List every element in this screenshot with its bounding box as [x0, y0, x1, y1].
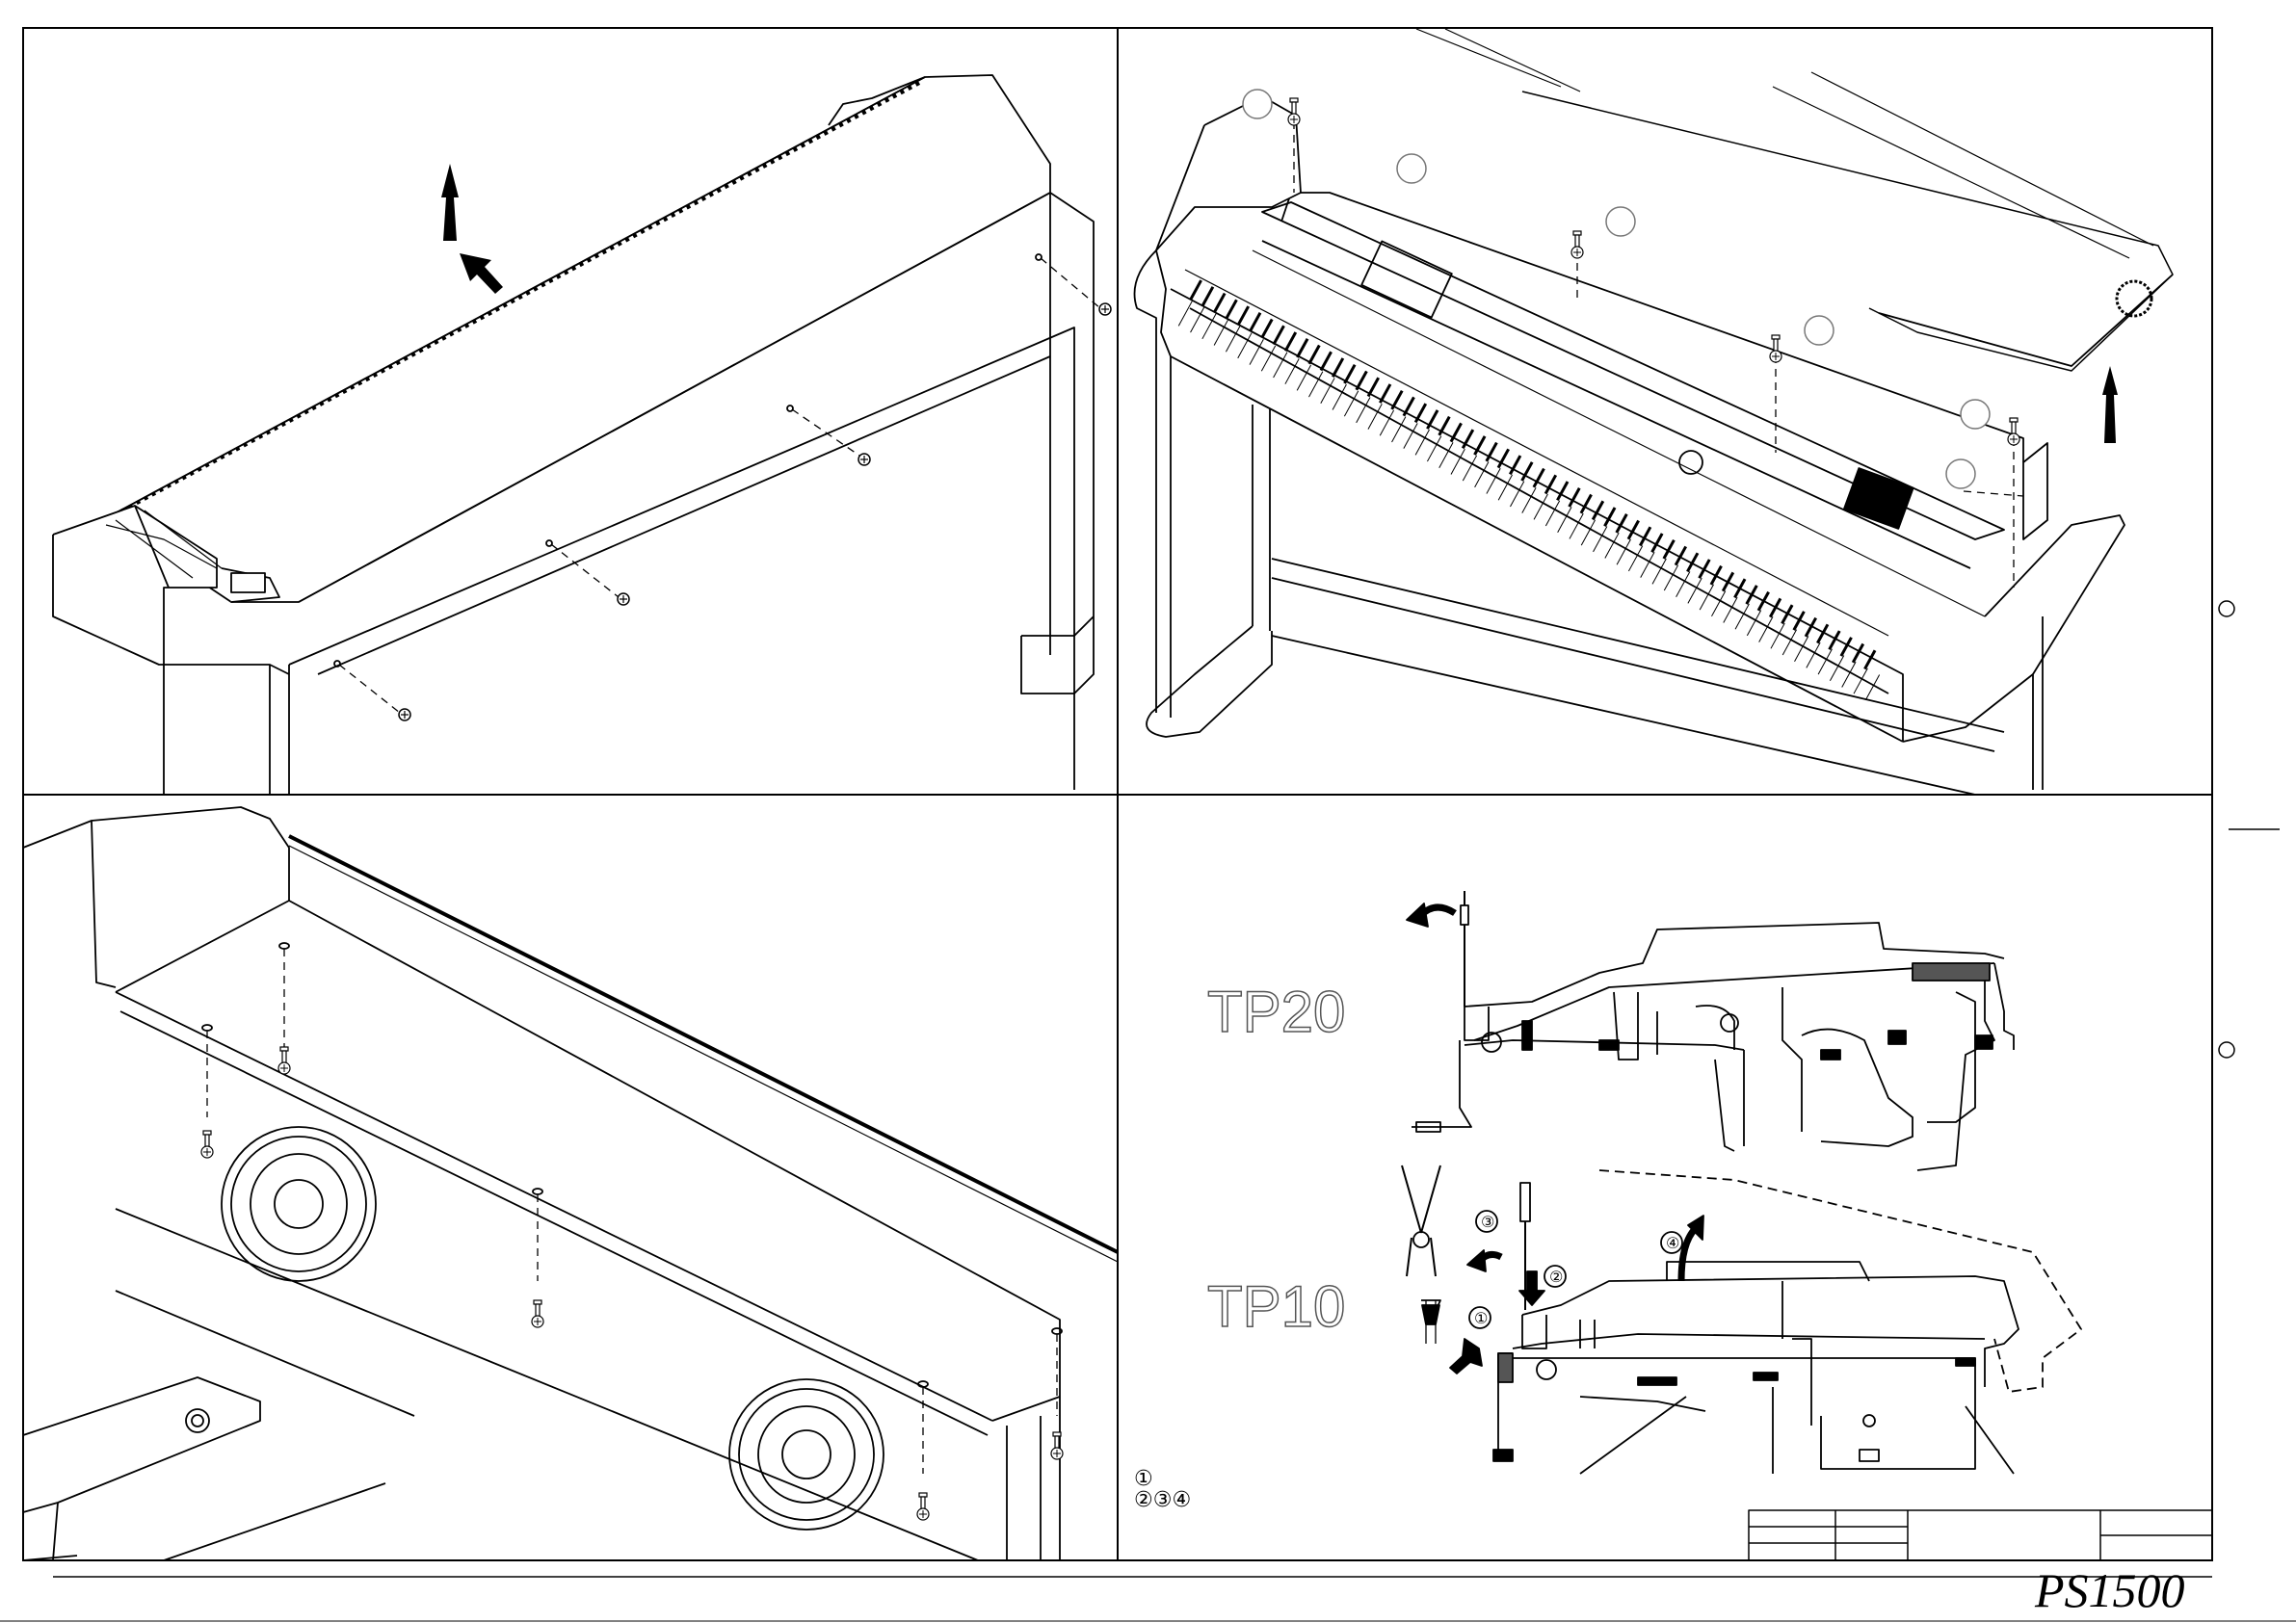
- screw-icon: [2008, 418, 2019, 445]
- margin-hole-2: [2219, 1042, 2234, 1058]
- margin-hole-1: [2219, 601, 2234, 616]
- callout-circle: [1805, 316, 1834, 345]
- top-rail-edge: [289, 836, 1118, 1252]
- screw-icon: [278, 1047, 290, 1074]
- screw-icon: [201, 1131, 213, 1158]
- tp20-label: TP20: [1207, 979, 1345, 1045]
- arrow-down-icon: [1519, 1271, 1544, 1305]
- tp20-section: [1412, 905, 2014, 1170]
- callout-circle: [1397, 154, 1426, 183]
- curved-arrow-icon: [1681, 1228, 1696, 1281]
- panel-bottom-left: [23, 807, 1118, 1560]
- step-legend-line-2: ②③④: [1134, 1488, 1191, 1512]
- arrow-up-icon: [2102, 366, 2118, 443]
- arrow-up-icon: [441, 164, 459, 241]
- panel-top-right: [1135, 29, 2174, 795]
- arrow-diagonal-icon: [460, 253, 503, 294]
- screw-icon: [399, 709, 410, 720]
- clip-icon: [1422, 1305, 1439, 1324]
- speaker-icon: [222, 1127, 376, 1281]
- screw-icon: [618, 593, 629, 605]
- tp10-label: TP10: [1207, 1273, 1345, 1340]
- step-number-3: ③: [1481, 1213, 1494, 1231]
- callout-circle: [1606, 207, 1635, 236]
- screw-icon: [1051, 1432, 1063, 1459]
- callout-circle: [1961, 400, 1990, 429]
- screw-icon: [1099, 303, 1111, 315]
- speaker-icon: [729, 1379, 884, 1530]
- panel-top-left: [53, 75, 1100, 795]
- step-number-4: ④: [1666, 1234, 1679, 1252]
- screw-icon: [917, 1493, 929, 1520]
- panel-bottom-right: [1402, 891, 2212, 1560]
- callout-circle: [1946, 459, 1975, 488]
- model-name: PS1500: [2035, 1562, 2185, 1618]
- arrow-diagonal-icon: [1450, 1339, 1482, 1374]
- title-block: [1749, 1510, 2212, 1560]
- pliers-icon: [1402, 1165, 1440, 1276]
- callout-circle: [1243, 90, 1272, 118]
- step-number-1: ①: [1474, 1309, 1488, 1327]
- screw-icon: [532, 1300, 543, 1327]
- screw-icon: [858, 454, 870, 465]
- step-number-2: ②: [1549, 1268, 1563, 1286]
- screw-icon: [1571, 231, 1583, 258]
